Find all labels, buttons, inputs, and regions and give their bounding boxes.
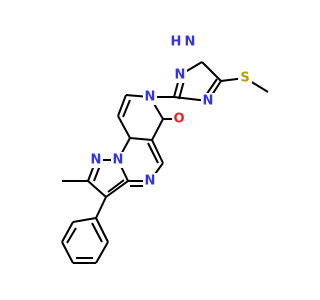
bond-ph-6 — [95, 217, 109, 243]
bond-c5-c4 — [151, 118, 164, 141]
bond-c7-c8 — [117, 94, 127, 117]
bond-ph-3 — [61, 241, 74, 264]
atom-n-triazole-bottom: N — [203, 94, 214, 109]
bond-c5a-c5 — [151, 139, 164, 164]
bond-c2-c3 — [87, 180, 107, 198]
atom-n-amide: N — [145, 90, 156, 105]
bond-c3-c3a — [105, 180, 129, 198]
bond-c8-c9 — [117, 115, 131, 139]
atom-label-layer: N O N N N H N N N S — [89, 34, 252, 189]
atom-h-triazole: H — [171, 35, 182, 50]
atom-n-pyrazole: N — [91, 153, 102, 168]
bond-tz-n2-c3 — [201, 61, 222, 82]
atom-n-pyrimidine: N — [145, 174, 156, 189]
bond-c7-c8-double — [122, 99, 131, 118]
molecule-structure-diagram: N O N N N H N N N S — [61, 34, 269, 264]
bond-ph-2-double — [66, 227, 77, 244]
bond-ph-6-double — [91, 222, 103, 243]
atom-n-triazole-top: N — [175, 68, 186, 83]
bond-ph-2 — [61, 221, 74, 243]
bond-ph-1 — [72, 217, 97, 223]
atom-o-carbonyl: O — [173, 112, 184, 127]
bond-c9-c5 — [129, 137, 153, 141]
bond-ph-5 — [95, 241, 109, 264]
bond-c5a-c5-double — [147, 142, 159, 164]
bond-c3-phenyl — [95, 196, 107, 219]
atom-n-triazole-nh: N — [185, 35, 196, 50]
bond-c3-c3a-double — [107, 179, 125, 193]
atom-n-bridge: N — [113, 153, 124, 168]
atom-s-thioether: S — [240, 71, 249, 86]
